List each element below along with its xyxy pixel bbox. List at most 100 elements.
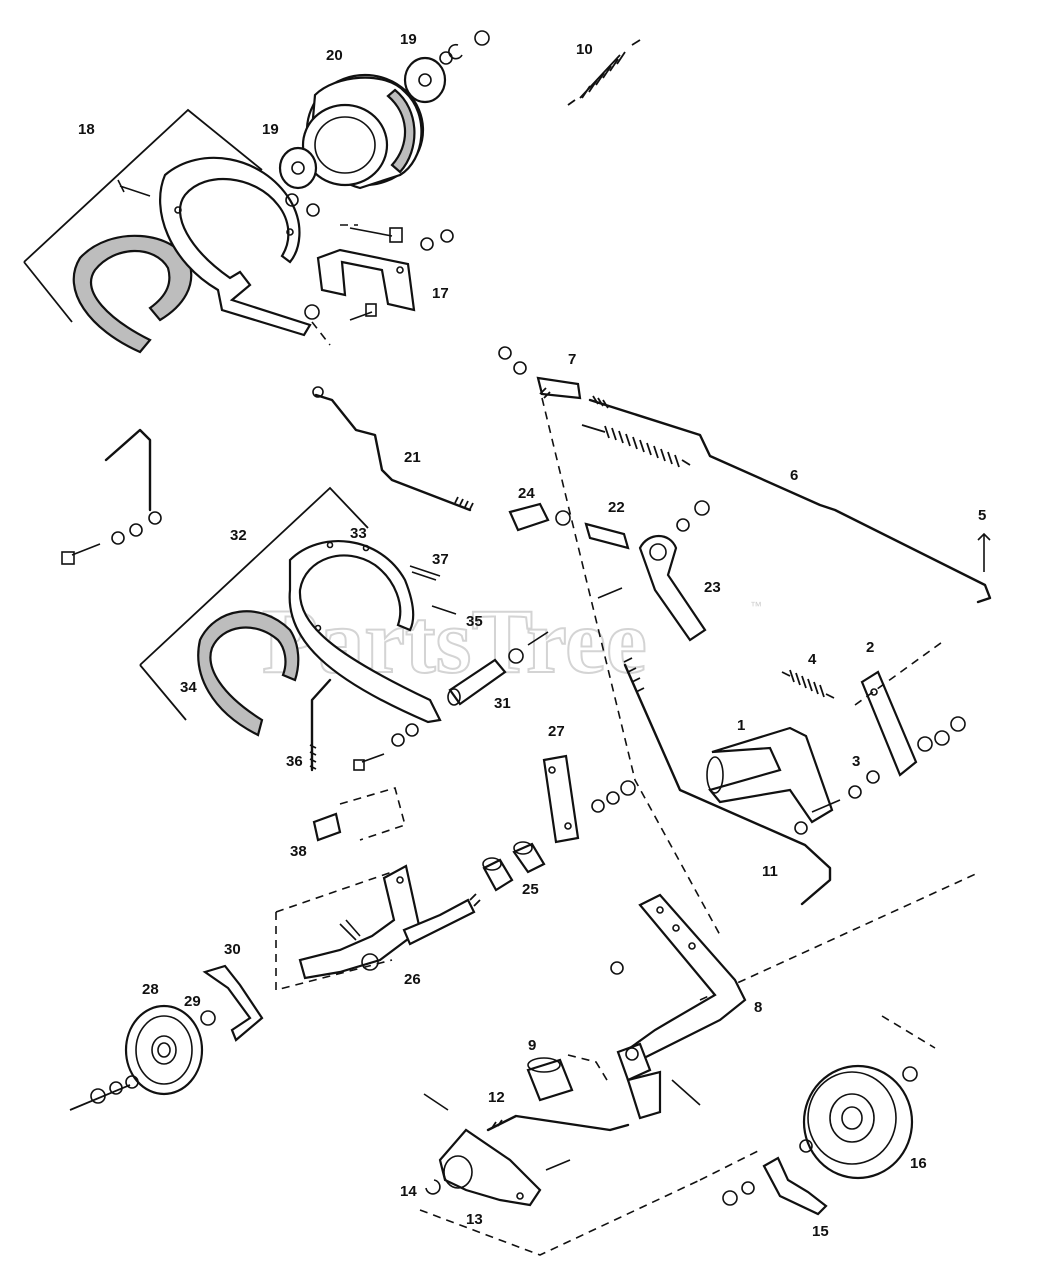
spring-6a-part bbox=[581, 424, 691, 468]
callout-26: 26 bbox=[404, 971, 421, 988]
watermark-trademark: ™ bbox=[750, 599, 762, 613]
callout-13: 13 bbox=[466, 1211, 483, 1228]
pulley-right-assembly bbox=[699, 1015, 936, 1216]
assembly-line-13 bbox=[419, 1179, 701, 1256]
group-bracket-upper-tail bbox=[23, 261, 73, 323]
callout-10: 10 bbox=[576, 41, 593, 58]
pin-37-part bbox=[409, 565, 441, 581]
brake-assembly-lower bbox=[61, 428, 549, 842]
brake-assembly-top bbox=[23, 30, 641, 354]
band-34-part bbox=[197, 610, 300, 737]
callout-34: 34 bbox=[180, 679, 197, 696]
callout-20: 20 bbox=[326, 47, 343, 64]
pulley-28-part bbox=[124, 1004, 204, 1096]
callout-5: 5 bbox=[978, 507, 986, 524]
callout-labels: 1 2 3 4 5 6 7 8 9 10 11 12 13 14 15 16 1… bbox=[78, 31, 986, 1240]
washer-3-part bbox=[811, 770, 880, 813]
pin-35-part bbox=[431, 605, 457, 615]
bushing-24-part bbox=[508, 502, 571, 532]
hardware-2-right bbox=[917, 716, 966, 752]
rod-12-part bbox=[486, 1114, 630, 1132]
pulley-16-part bbox=[802, 1064, 914, 1180]
bushings-25-part bbox=[482, 841, 546, 892]
pin-22-part bbox=[584, 522, 630, 550]
callout-4: 4 bbox=[808, 651, 817, 668]
callout-11: 11 bbox=[762, 863, 778, 880]
callout-2: 2 bbox=[866, 639, 874, 656]
callout-19-lower: 19 bbox=[262, 121, 279, 138]
assembly-line-17 bbox=[311, 224, 358, 346]
assembly-line-38 bbox=[339, 787, 406, 841]
callout-38: 38 bbox=[290, 843, 307, 860]
assembly-line-26 bbox=[275, 871, 393, 992]
tube-31-part bbox=[447, 631, 549, 706]
hardware-19 bbox=[285, 30, 490, 217]
callout-32: 32 bbox=[230, 527, 247, 544]
rod-11-part bbox=[623, 657, 832, 906]
ferrule-38-part bbox=[312, 812, 342, 842]
plate-27-part bbox=[542, 754, 636, 844]
pin-18-part bbox=[117, 179, 151, 197]
callout-16: 16 bbox=[910, 1155, 927, 1172]
callout-24: 24 bbox=[518, 485, 535, 502]
hardware-28 bbox=[69, 1075, 139, 1111]
bolt-left-part bbox=[61, 523, 143, 565]
callout-37: 37 bbox=[432, 551, 449, 568]
lever-23-part bbox=[597, 500, 710, 642]
assembly-line-7-8 bbox=[541, 397, 721, 936]
idler-assembly bbox=[275, 754, 636, 992]
bracket-15-part bbox=[762, 1156, 828, 1216]
bracket-17-part bbox=[304, 227, 454, 321]
assembly-line-16 bbox=[699, 1015, 936, 1181]
rod-36-part bbox=[309, 678, 332, 772]
callout-8: 8 bbox=[754, 999, 762, 1016]
callout-17: 17 bbox=[432, 285, 449, 302]
callout-18: 18 bbox=[78, 121, 95, 138]
brake-drum-part bbox=[301, 73, 425, 190]
brake-lining-part bbox=[72, 234, 193, 354]
callout-14: 14 bbox=[400, 1183, 417, 1200]
bracket-13-part bbox=[423, 1093, 571, 1207]
bolt-36-part bbox=[353, 723, 419, 771]
brake-band-part bbox=[159, 156, 312, 337]
rod-6-part bbox=[588, 395, 992, 604]
callout-35: 35 bbox=[466, 613, 483, 630]
pin-8-part bbox=[671, 1079, 701, 1106]
callout-36: 36 bbox=[286, 753, 303, 770]
assembly-line-9 bbox=[567, 1054, 611, 1086]
hub-19-upper-part bbox=[403, 56, 447, 104]
callout-23: 23 bbox=[704, 579, 721, 596]
spring-4-part bbox=[781, 669, 835, 699]
group-bracket-lower bbox=[139, 486, 369, 666]
callout-29: 29 bbox=[184, 993, 201, 1010]
bracket-30-part bbox=[202, 964, 264, 1042]
group-bracket-lower-tail bbox=[139, 664, 187, 721]
callout-9: 9 bbox=[528, 1037, 536, 1054]
callout-33: 33 bbox=[350, 525, 367, 542]
callout-1: 1 bbox=[737, 717, 745, 734]
plate-2-part bbox=[860, 670, 918, 777]
spring-10-part bbox=[567, 39, 641, 106]
callout-27: 27 bbox=[548, 723, 565, 740]
bracket-8-part bbox=[610, 893, 747, 1120]
pedal-assembly bbox=[623, 639, 981, 1001]
callout-6: 6 bbox=[790, 467, 798, 484]
idler-bracket-assembly bbox=[419, 893, 747, 1256]
callout-28: 28 bbox=[142, 981, 159, 998]
assembly-line-right bbox=[699, 639, 981, 1001]
callout-19-upper: 19 bbox=[400, 31, 417, 48]
arm-26-part bbox=[298, 864, 481, 980]
callout-12: 12 bbox=[488, 1089, 505, 1106]
callout-7: 7 bbox=[568, 351, 576, 368]
hardware-16 bbox=[722, 1066, 918, 1206]
ferrule-7-part bbox=[498, 346, 582, 400]
rod-21-part bbox=[312, 386, 474, 512]
bushing-9-part bbox=[526, 1057, 574, 1102]
washer-29-part bbox=[200, 1010, 216, 1026]
group-bracket-upper bbox=[23, 108, 263, 263]
band-33-part bbox=[288, 540, 442, 724]
callout-15: 15 bbox=[812, 1223, 829, 1240]
clip-14-part bbox=[425, 1179, 441, 1195]
callout-21: 21 bbox=[404, 449, 421, 466]
